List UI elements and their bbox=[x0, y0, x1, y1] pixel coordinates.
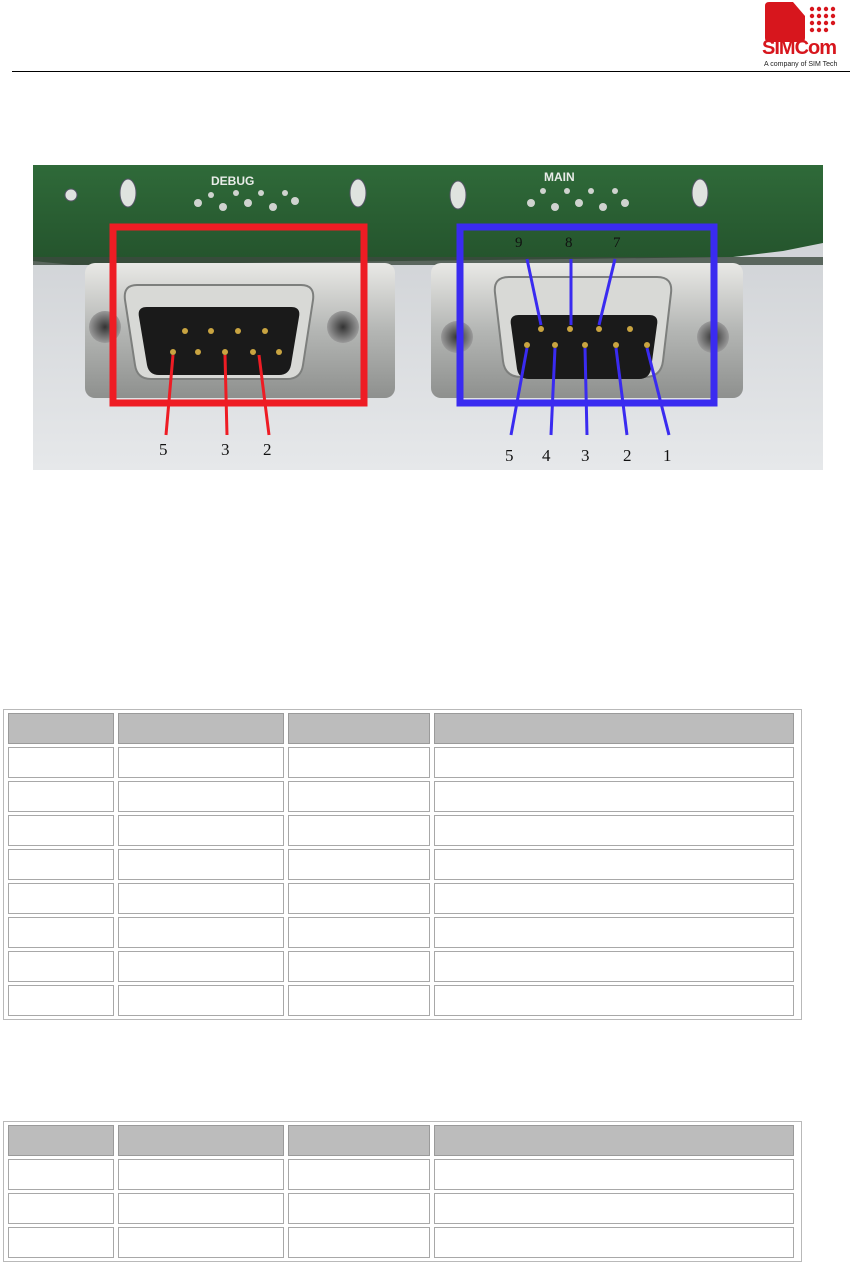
table-row bbox=[8, 1193, 794, 1224]
table-cell bbox=[434, 815, 794, 846]
table-cell bbox=[288, 849, 430, 880]
table-cell bbox=[8, 951, 114, 982]
table-header-cell bbox=[8, 1125, 114, 1156]
main-silkscreen-label: MAIN bbox=[544, 170, 575, 184]
table-header-cell bbox=[8, 713, 114, 744]
table-row bbox=[8, 747, 794, 778]
table-row bbox=[8, 985, 794, 1016]
table-cell bbox=[118, 747, 284, 778]
header-divider bbox=[12, 71, 850, 72]
pin-table-debug bbox=[3, 1121, 802, 1262]
table-row bbox=[8, 815, 794, 846]
main-pin-label: 3 bbox=[581, 446, 590, 465]
table-header-cell bbox=[288, 713, 430, 744]
table-header-cell bbox=[434, 1125, 794, 1156]
table-cell bbox=[8, 781, 114, 812]
simcom-logo-mark-icon bbox=[765, 2, 805, 42]
table-cell bbox=[8, 849, 114, 880]
table-header-cell bbox=[118, 1125, 284, 1156]
table-cell bbox=[8, 917, 114, 948]
table-cell bbox=[434, 1227, 794, 1258]
simcom-wordmark: SIMCom bbox=[762, 37, 837, 59]
table-row bbox=[8, 1227, 794, 1258]
table-cell bbox=[434, 883, 794, 914]
pin-table-main bbox=[3, 709, 802, 1020]
table-cell bbox=[288, 951, 430, 982]
table-cell bbox=[118, 985, 284, 1016]
table-cell bbox=[434, 849, 794, 880]
table-cell bbox=[118, 951, 284, 982]
debug-highlight-box bbox=[109, 223, 368, 407]
table-cell bbox=[434, 951, 794, 982]
table-cell bbox=[288, 1159, 430, 1190]
table-header-cell bbox=[288, 1125, 430, 1156]
debug-pin-label: 3 bbox=[221, 440, 230, 459]
table-cell bbox=[434, 1193, 794, 1224]
table-cell bbox=[118, 849, 284, 880]
main-pin-label: 9 bbox=[515, 235, 523, 251]
main-pin-label: 5 bbox=[505, 446, 514, 465]
table-row bbox=[8, 951, 794, 982]
table-cell bbox=[434, 781, 794, 812]
table-cell bbox=[8, 815, 114, 846]
table-row bbox=[8, 917, 794, 948]
table-cell bbox=[434, 985, 794, 1016]
table-cell bbox=[288, 815, 430, 846]
table-cell bbox=[8, 1227, 114, 1258]
debug-pin-label: 2 bbox=[263, 440, 272, 459]
main-pin-label: 8 bbox=[565, 235, 573, 251]
table-cell bbox=[8, 1159, 114, 1190]
table-cell bbox=[434, 747, 794, 778]
simcom-logo-dots-icon bbox=[809, 6, 836, 33]
table-row bbox=[8, 781, 794, 812]
table-cell bbox=[118, 917, 284, 948]
table-header-cell bbox=[118, 713, 284, 744]
simcom-logo: SIMCom A company of SIM Tech bbox=[760, 2, 844, 68]
table-row bbox=[8, 849, 794, 880]
table-cell bbox=[434, 1159, 794, 1190]
table-cell bbox=[8, 985, 114, 1016]
table-header-row bbox=[8, 713, 794, 744]
table-cell bbox=[118, 1193, 284, 1224]
table-cell bbox=[8, 1193, 114, 1224]
table-cell bbox=[8, 883, 114, 914]
table-cell bbox=[118, 1227, 284, 1258]
main-pin-label: 7 bbox=[613, 235, 621, 251]
table-cell bbox=[288, 1193, 430, 1224]
table-cell bbox=[288, 1227, 430, 1258]
debug-silkscreen-label: DEBUG bbox=[211, 174, 254, 188]
table-row bbox=[8, 883, 794, 914]
table-cell bbox=[8, 747, 114, 778]
debug-pin-label: 5 bbox=[159, 440, 168, 459]
table-cell bbox=[434, 917, 794, 948]
main-pin-label: 4 bbox=[542, 446, 551, 465]
table-cell bbox=[288, 883, 430, 914]
table-cell bbox=[118, 815, 284, 846]
table-header-cell bbox=[434, 713, 794, 744]
table-cell bbox=[288, 781, 430, 812]
main-pin-label: 2 bbox=[623, 446, 632, 465]
logo-tagline: A company of SIM Tech bbox=[764, 61, 838, 68]
table-cell bbox=[118, 1159, 284, 1190]
table-cell bbox=[118, 883, 284, 914]
table-row bbox=[8, 1159, 794, 1190]
main-pin-label: 1 bbox=[663, 446, 672, 465]
connector-photo: DEBUG MAIN 5 bbox=[33, 165, 823, 470]
table-cell bbox=[118, 781, 284, 812]
table-cell bbox=[288, 917, 430, 948]
table-cell bbox=[288, 985, 430, 1016]
table-header-row bbox=[8, 1125, 794, 1156]
table-cell bbox=[288, 747, 430, 778]
